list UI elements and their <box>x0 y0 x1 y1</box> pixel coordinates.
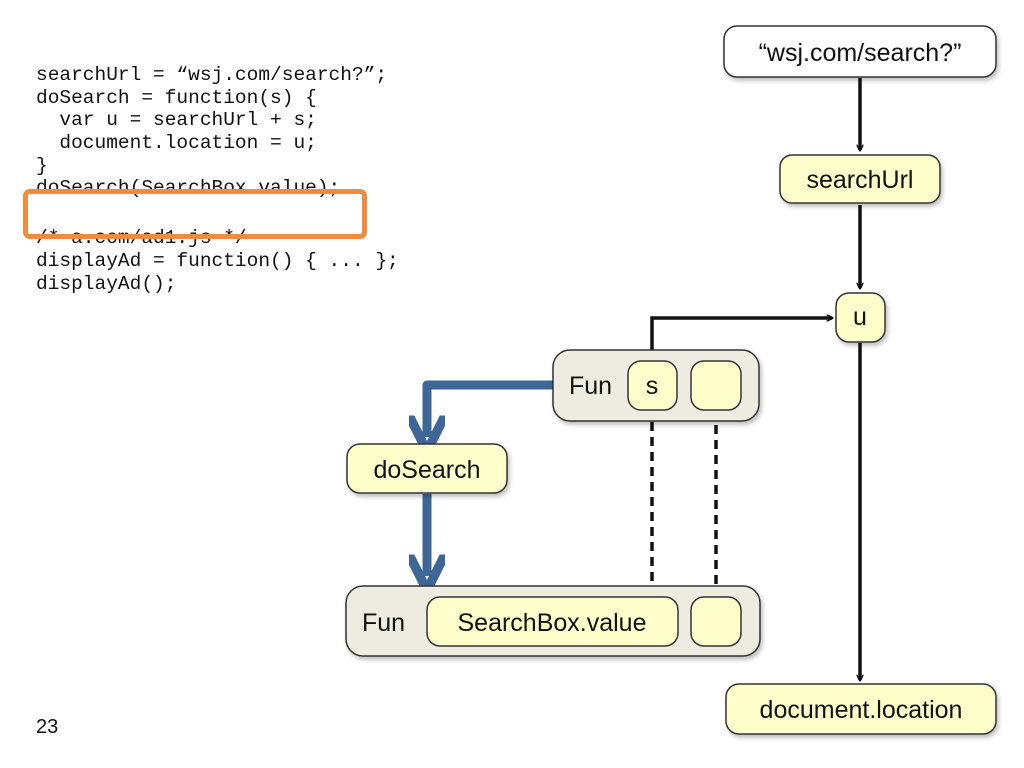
svg-text:Fun: Fun <box>362 609 405 637</box>
node-u: u <box>835 292 886 343</box>
edge-fun-to-dosearch <box>427 380 553 437</box>
node-fun-top: Fun s <box>552 349 760 422</box>
code-line-5: } <box>36 154 48 177</box>
node-document-location: document.location <box>725 683 997 735</box>
node-search-url: searchUrl <box>779 154 941 204</box>
svg-text:document.location: document.location <box>760 696 963 724</box>
edge-s-to-u <box>650 318 832 362</box>
code-line-2: doSearch = function(s) { <box>36 86 317 109</box>
page-number: 23 <box>36 716 59 738</box>
node-do-search: doSearch <box>346 443 508 494</box>
code-line-1: searchUrl = “wsj.com/search?”; <box>36 64 388 86</box>
code-line-3: var u = searchUrl + s; <box>36 109 317 132</box>
code-line-4: document.location = u; <box>36 132 317 155</box>
svg-text:searchUrl: searchUrl <box>807 166 914 194</box>
svg-text:SearchBox.value: SearchBox.value <box>457 609 646 637</box>
svg-text:s: s <box>646 372 659 400</box>
svg-text:u: u <box>853 303 867 331</box>
svg-text:“wsj.com/search?”: “wsj.com/search?” <box>759 39 962 67</box>
code-line-9: displayAd = function() { ... }; <box>36 249 399 272</box>
node-fun-bottom: Fun SearchBox.value <box>345 585 761 657</box>
svg-text:Fun: Fun <box>569 372 612 400</box>
node-wsj-string: “wsj.com/search?” <box>723 25 997 78</box>
highlight-box <box>23 189 367 239</box>
code-line-10: displayAd(); <box>36 272 177 295</box>
svg-text:doSearch: doSearch <box>373 456 480 484</box>
